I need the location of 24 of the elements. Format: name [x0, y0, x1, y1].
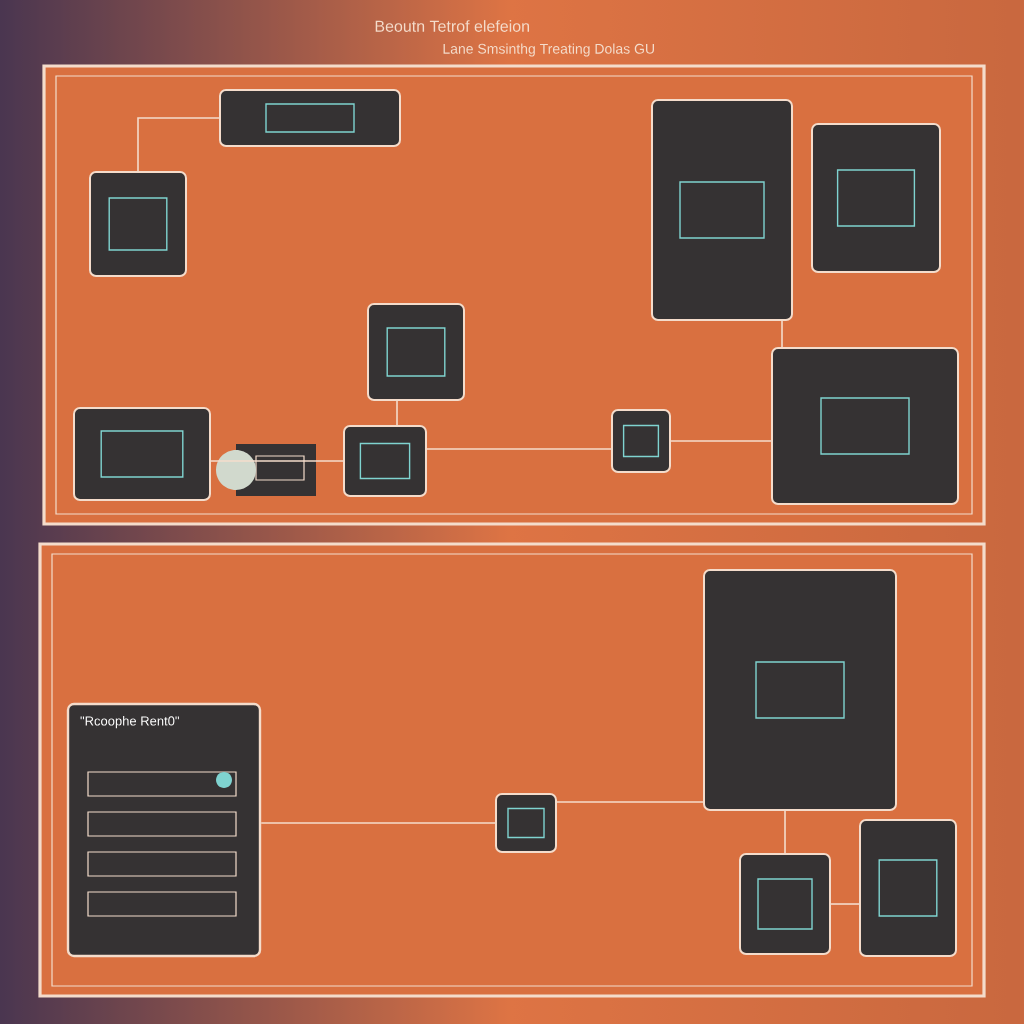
connector-line — [670, 440, 772, 442]
device-box — [495, 793, 557, 853]
device-box — [859, 819, 957, 957]
connector-line — [396, 400, 398, 426]
connector-line — [556, 801, 704, 803]
device-box — [73, 407, 211, 501]
connector-line — [830, 903, 860, 905]
connector-line — [781, 320, 783, 348]
title: Beoutn Tetrof elefeion — [375, 20, 529, 32]
device-box — [771, 347, 959, 505]
connector-line — [210, 460, 344, 462]
device-box — [343, 425, 427, 497]
device-box — [811, 123, 941, 273]
connector-line — [784, 810, 786, 854]
device-box — [739, 853, 831, 955]
device-box — [219, 89, 401, 147]
device-box — [367, 303, 465, 401]
device-box — [651, 99, 793, 321]
device-box — [611, 409, 671, 473]
connector-line — [426, 448, 612, 450]
connector-line — [137, 117, 220, 172]
connector-line — [260, 822, 496, 824]
device-box — [89, 171, 187, 277]
device-box — [703, 569, 897, 811]
